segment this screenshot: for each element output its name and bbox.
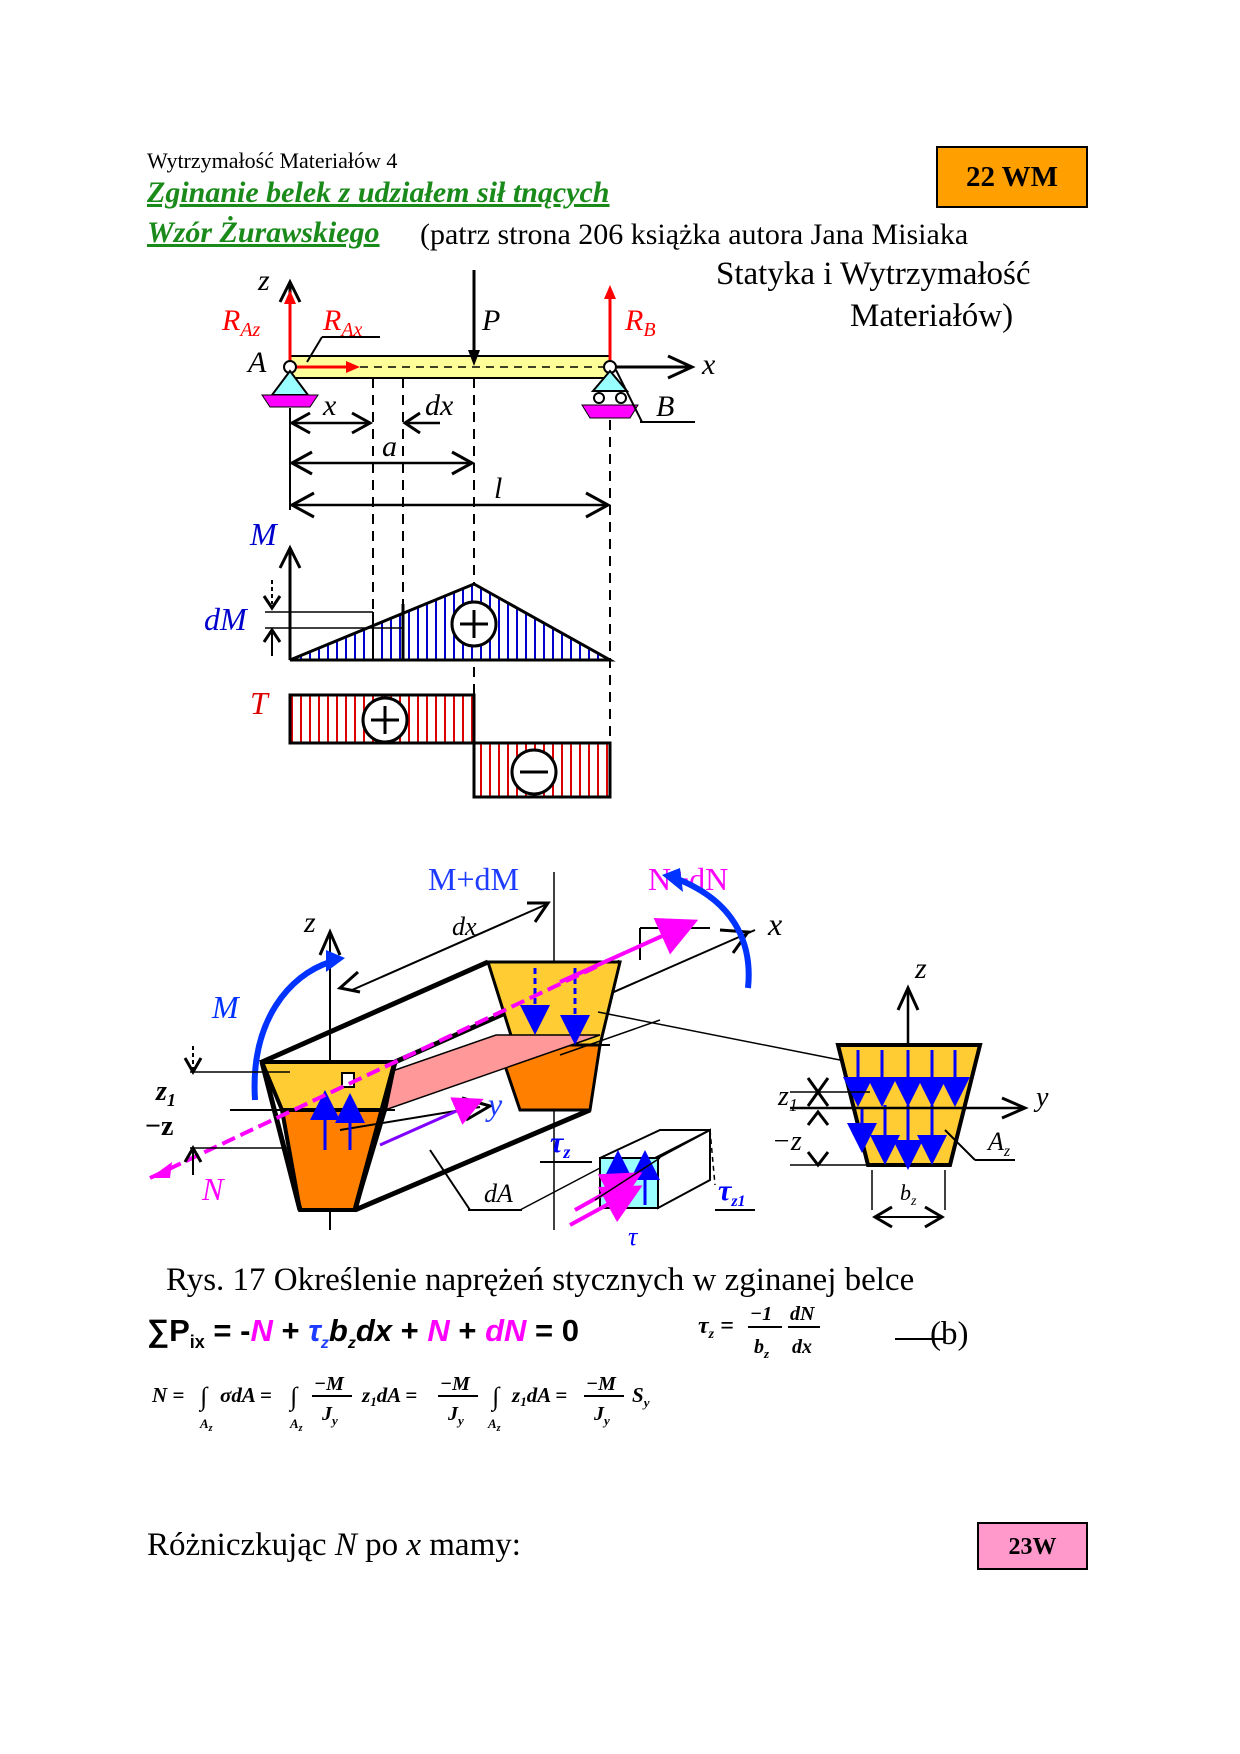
raz-label: RAz [221, 304, 261, 341]
equation-sum-px: ∑Pix = -N + τzbzdx + N + dN = 0 [147, 1313, 579, 1353]
t-label: T [250, 685, 270, 721]
moment-diagram [289, 582, 616, 662]
page-badge: 22 WM [936, 146, 1088, 208]
reference-text: (patrz strona 206 książka autora Jana Mi… [420, 218, 969, 251]
next-page-badge: 23W [977, 1522, 1088, 1570]
a-label: A [246, 346, 267, 379]
rb-label: RB [624, 304, 656, 341]
x-axis-label: x [701, 348, 716, 381]
differentiation-text: Różniczkując N po x mamy: [147, 1527, 521, 1563]
support-b [590, 369, 630, 392]
zurawski-link[interactable]: Wzór Żurawskiego [147, 216, 380, 249]
reference-text-3: Materiałów) [850, 298, 1014, 334]
rax-label: RAx [322, 304, 363, 341]
dim-dx-label: dx [425, 389, 454, 422]
equation-label-b: (b) [930, 1316, 969, 1352]
b-label: B [656, 390, 674, 423]
section-title-link[interactable]: Zginanie belek z udziałem sił tnących [147, 176, 610, 209]
p-label: P [481, 304, 500, 337]
z-axis-label: z [257, 264, 270, 297]
dim-x-label: x [322, 389, 337, 422]
reference-text-2: Statyka i Wytrzymałość [716, 256, 1031, 292]
dm-label: dM [204, 601, 249, 637]
dim-l-label: l [494, 472, 502, 505]
figure-caption: Rys. 17 Określenie naprężeń stycznych w … [166, 1262, 915, 1298]
m-label: M [249, 516, 279, 552]
dim-a-label: a [382, 430, 397, 463]
course-title: Wytrzymałość Materiałów 4 [147, 148, 398, 173]
